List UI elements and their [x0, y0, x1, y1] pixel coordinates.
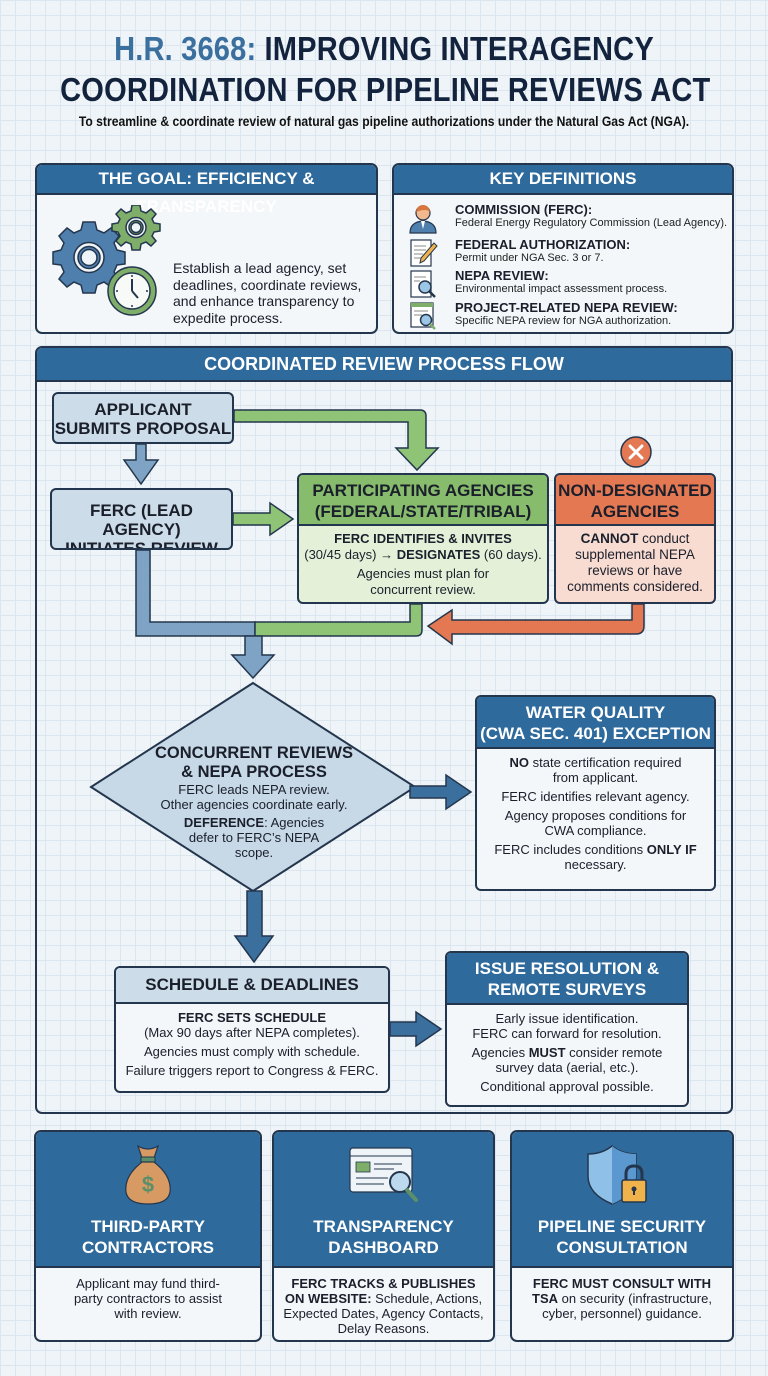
definition-text: Environmental impact assessment process.: [455, 283, 668, 295]
page-title-line2: COORDINATION FOR PIPELINE REVIEWS ACT: [60, 71, 711, 108]
person-icon: [409, 205, 437, 234]
goal-heading: THE GOAL: EFFICIENCY & TRANSPARENCY: [37, 165, 376, 216]
participating-agencies-heading: PARTICIPATING AGENCIES (FEDERAL/STATE/TR…: [299, 475, 547, 526]
window-search-icon: [410, 302, 436, 330]
non-designated-heading: NON-DESIGNATED AGENCIES: [556, 475, 714, 526]
process-flow-panel: COORDINATED REVIEW PROCESS FLOW: [35, 346, 733, 1114]
card-transparency-dashboard: TRANSPARENCY DASHBOARD FERC TRACKS & PUB…: [272, 1130, 495, 1342]
issue-resolution-heading: ISSUE RESOLUTION & REMOTE SURVEYS: [447, 953, 687, 1005]
ferc-initiates-box: FERC (LEAD AGENCY) INITIATES REVIEW: [50, 488, 233, 550]
shield-lock-icon: [587, 1145, 647, 1205]
goal-text: Establish a lead agency, set deadlines, …: [173, 260, 362, 326]
participating-agencies-box: PARTICIPATING AGENCIES (FEDERAL/STATE/TR…: [297, 473, 549, 604]
definitions-panel: KEY DEFINITIONS COMMISSION (FERC): Feder…: [392, 163, 734, 334]
document-search-icon: [410, 270, 436, 298]
dashboard-search-icon: [348, 1147, 418, 1202]
schedule-heading: SCHEDULE & DEADLINES: [116, 968, 388, 1004]
card-text: FERC TRACKS & PUBLISHES ON WEBSITE: Sche…: [283, 1276, 484, 1336]
svg-text:$: $: [142, 1172, 154, 1197]
header: H.R. 3668: IMPROVING INTERAGENCY COORDIN…: [16, 28, 752, 129]
card-pipeline-security: PIPELINE SECURITY CONSULTATION FERC MUST…: [510, 1130, 734, 1342]
definition-text: Federal Energy Regulatory Commission (Le…: [455, 217, 728, 229]
money-bag-icon: $: [125, 1144, 171, 1205]
gears-icon: [52, 205, 161, 294]
applicant-box: APPLICANT SUBMITS PROPOSAL: [52, 392, 234, 444]
definition-term: FEDERAL AUTHORIZATION:: [455, 237, 631, 252]
definition-term: COMMISSION (FERC):: [455, 202, 593, 217]
document-pen-icon: [410, 239, 438, 267]
water-quality-box: WATER QUALITY (CWA SEC. 401) EXCEPTION N…: [475, 695, 716, 891]
definition-text: Specific NEPA review for NGA authorizati…: [455, 315, 672, 327]
definition-term: NEPA REVIEW:: [455, 268, 549, 283]
page-subtitle: To streamline & coordinate review of nat…: [78, 114, 690, 129]
schedule-deadlines-box: SCHEDULE & DEADLINES FERC SETS SCHEDULE …: [114, 966, 390, 1093]
definitions-heading: KEY DEFINITIONS: [394, 165, 732, 195]
card-title: PIPELINE SECURITY CONSULTATION: [537, 1217, 707, 1257]
non-designated-agencies-box: NON-DESIGNATED AGENCIES CANNOT conduct s…: [554, 473, 716, 604]
goal-panel: THE GOAL: EFFICIENCY & TRANSPARENCY: [35, 163, 378, 334]
process-flow-heading: COORDINATED REVIEW PROCESS FLOW: [37, 348, 731, 382]
definition-text: Permit under NGA Sec. 3 or 7.: [455, 252, 604, 264]
concurrent-reviews-text: CONCURRENT REVIEWS & NEPA PROCESS FERC l…: [154, 744, 353, 860]
card-text: Applicant may fund third-party contracto…: [73, 1276, 223, 1321]
issue-resolution-box: ISSUE RESOLUTION & REMOTE SURVEYS Early …: [445, 951, 689, 1107]
gears-clock-icon: [52, 205, 161, 316]
clock-icon: [107, 266, 157, 316]
card-text: FERC MUST CONSULT WITH TSA on security (…: [532, 1276, 712, 1321]
card-title: TRANSPARENCY DASHBOARD: [313, 1217, 454, 1257]
card-title: THIRD-PARTY CONTRACTORS: [82, 1217, 214, 1257]
page-title: H.R. 3668: IMPROVING INTERAGENCY: [114, 30, 654, 67]
water-quality-heading: WATER QUALITY (CWA SEC. 401) EXCEPTION: [477, 697, 714, 749]
definition-term: PROJECT-RELATED NEPA REVIEW:: [455, 300, 678, 315]
card-third-party-contractors: $ THIRD-PARTY CONTRACTORS Applicant may …: [34, 1130, 262, 1342]
bill-number: H.R. 3668:: [114, 30, 257, 67]
